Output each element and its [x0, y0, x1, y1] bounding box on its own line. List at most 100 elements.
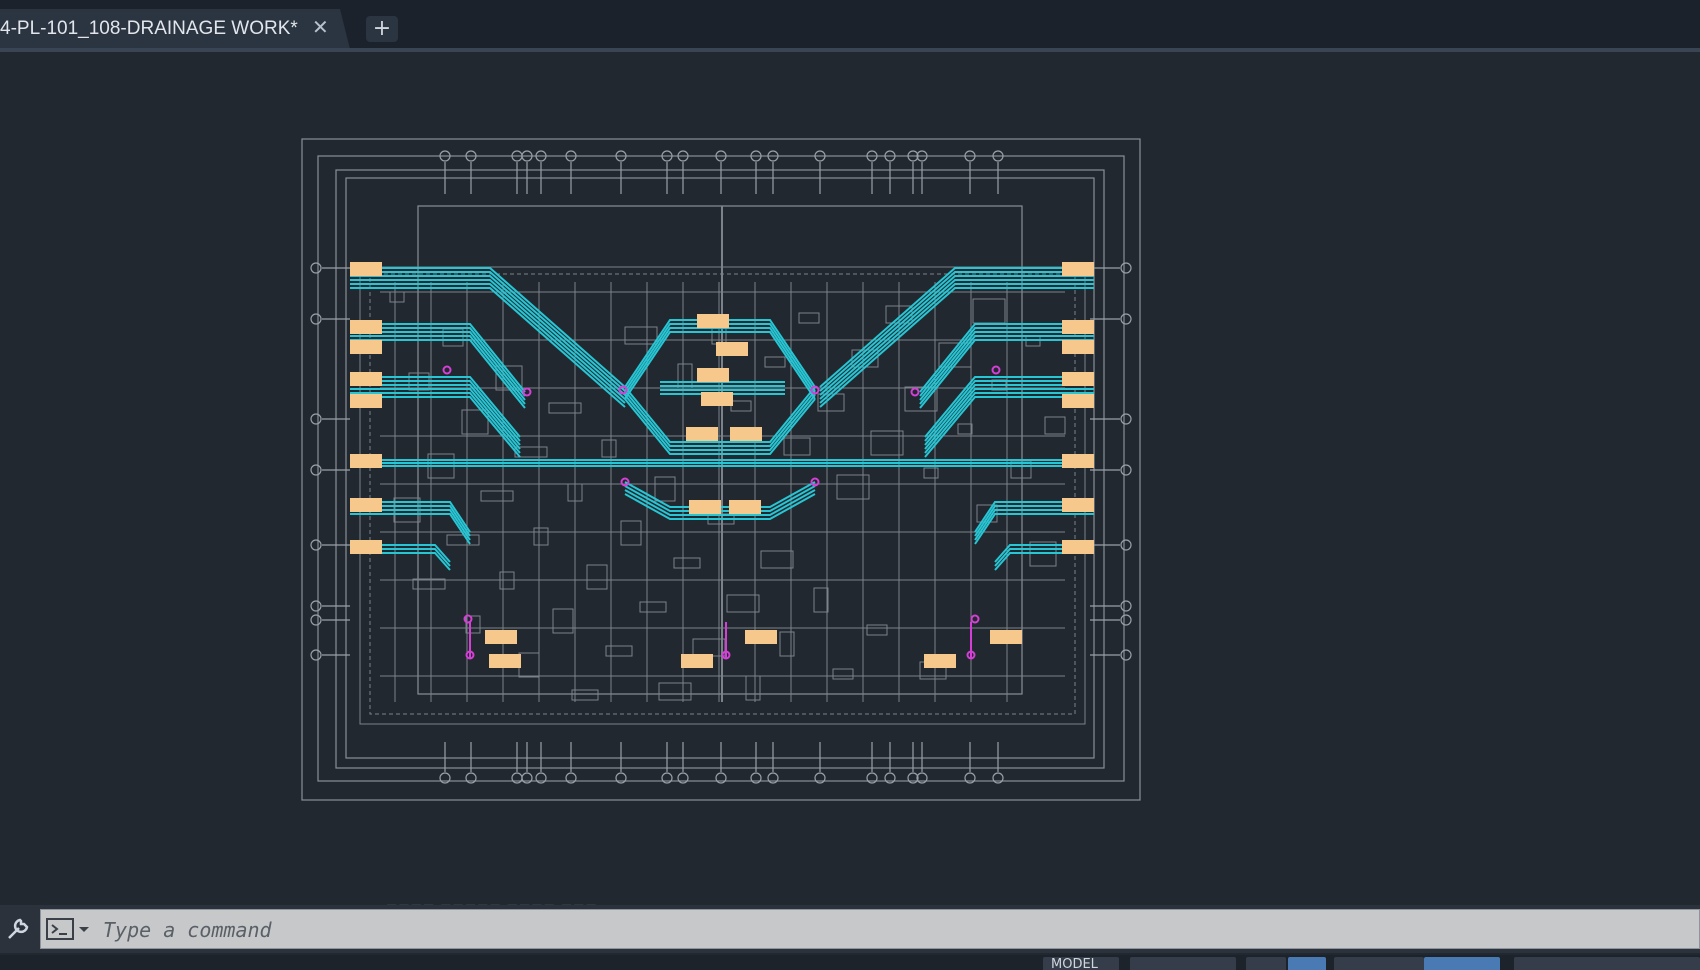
fixture — [465, 615, 481, 634]
pipe-label — [701, 392, 733, 406]
grid-bubble — [535, 150, 547, 162]
pipe-run — [350, 509, 471, 541]
building-outline — [359, 266, 1086, 725]
grid-bubble — [565, 772, 577, 784]
fixture — [764, 356, 786, 368]
pipe-label — [1062, 320, 1094, 334]
grid-bubble — [661, 150, 673, 162]
grid-bubble — [565, 150, 577, 162]
pipe-run — [350, 275, 626, 396]
ortho-icon[interactable] — [1288, 957, 1326, 970]
grid-bubble — [615, 150, 627, 162]
fixture — [1044, 416, 1066, 435]
pipe-label — [1062, 394, 1094, 408]
command-prompt-icon[interactable] — [45, 916, 95, 942]
close-icon[interactable]: ✕ — [312, 15, 329, 39]
fixture — [605, 645, 633, 657]
grid-bubble — [992, 150, 1004, 162]
grid-icon[interactable] — [1130, 957, 1236, 970]
pipe-fitting — [618, 385, 628, 395]
fixture — [726, 594, 760, 613]
grid-bubble — [1120, 600, 1132, 612]
fixture — [798, 312, 820, 324]
pipe-run — [350, 267, 626, 388]
file-tab-title[interactable]: 4-PL-101_108-DRAINAGE WORK* — [0, 18, 298, 39]
fixture — [673, 557, 701, 569]
grid-bubble — [715, 772, 727, 784]
fixture — [548, 402, 582, 414]
pipe-fitting — [910, 387, 920, 397]
pipe-fitting — [442, 365, 452, 375]
pipe-label — [350, 262, 382, 276]
grid-bubble — [439, 772, 451, 784]
pipe-run — [819, 271, 1094, 392]
pipe-label — [350, 454, 382, 468]
grid-bubble — [750, 150, 762, 162]
file-tab[interactable]: 4-PL-101_108-DRAINAGE WORK* ✕ — [0, 9, 350, 49]
fixture — [601, 439, 617, 458]
pipe-run — [350, 376, 521, 438]
fixture — [779, 631, 795, 657]
pipe-run — [350, 388, 521, 450]
pipe-run — [624, 489, 816, 516]
pipe-label — [681, 654, 713, 668]
pipe-run — [350, 283, 626, 404]
pipe-run — [350, 505, 471, 537]
pipe-run — [924, 396, 1094, 458]
chevron-down-icon — [79, 927, 89, 932]
pipe-run — [350, 384, 521, 446]
fixture — [518, 652, 540, 678]
pipe-run — [350, 271, 626, 392]
fixture — [495, 365, 523, 391]
model-space-button[interactable]: MODEL — [1043, 957, 1119, 970]
pipe-run — [350, 335, 526, 405]
pipe-label — [489, 654, 521, 668]
pipe-label — [697, 314, 729, 328]
annotation-tools[interactable] — [1514, 957, 1700, 970]
pipe-fittings — [442, 365, 1001, 660]
grid-bubble — [465, 150, 477, 162]
snap-icon[interactable] — [1246, 957, 1286, 970]
fixture — [499, 571, 515, 590]
grid-bubble — [866, 772, 878, 784]
pipe-run — [924, 384, 1094, 446]
command-line-area — [0, 905, 1700, 953]
fixture — [571, 689, 599, 701]
grid-bubble — [916, 150, 928, 162]
grid-bubble — [677, 150, 689, 162]
pipe-label — [697, 368, 729, 382]
pipe-run — [624, 327, 816, 396]
pipe-run — [350, 392, 521, 454]
osnap-icon[interactable] — [1424, 957, 1500, 970]
pipe-run — [924, 388, 1094, 450]
polar-icon[interactable] — [1334, 957, 1424, 970]
fixture — [730, 400, 752, 412]
pipe-run — [624, 386, 816, 443]
grid-bubble — [310, 313, 322, 325]
fixture — [677, 363, 693, 389]
pipe-label — [485, 630, 517, 644]
grid-bubble — [615, 772, 627, 784]
pipe-fitting — [620, 477, 630, 487]
pipe-run — [624, 398, 816, 455]
new-tab-button[interactable]: + — [366, 16, 398, 42]
pipe-label — [716, 342, 748, 356]
pipe-run — [919, 331, 1094, 401]
drawing-viewport[interactable] — [0, 52, 1700, 907]
pipe-run — [924, 376, 1094, 438]
fixture — [567, 483, 583, 502]
pipe-label — [1062, 540, 1094, 554]
drawing-canvas[interactable] — [0, 52, 1700, 907]
pipe-run — [974, 513, 1094, 545]
pipe-run — [924, 392, 1094, 454]
fixture — [783, 437, 811, 456]
pipe-label — [1062, 498, 1094, 512]
wrench-icon[interactable] — [4, 915, 32, 943]
grid-bubble — [439, 150, 451, 162]
command-input[interactable] — [101, 914, 1665, 946]
fixture — [446, 534, 480, 546]
grid-bubble — [767, 150, 779, 162]
pipe-run — [819, 283, 1094, 404]
command-line[interactable] — [40, 909, 1700, 949]
fixture — [552, 608, 574, 634]
